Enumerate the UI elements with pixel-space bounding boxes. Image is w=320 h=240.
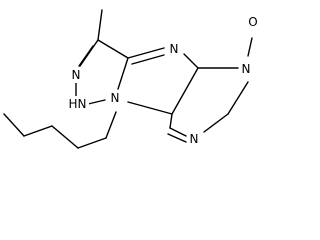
bond-n4-c4a xyxy=(183,53,199,69)
bond-c3a-n4 xyxy=(127,47,165,59)
bond-c3a-n4-double xyxy=(131,54,165,65)
bond-n7-c8 xyxy=(169,127,187,137)
bond-pentyl-1 xyxy=(105,111,117,139)
bond-c8a-n8 xyxy=(127,101,173,115)
atom-n-oxide: N xyxy=(239,61,253,77)
atom-n-h: H N xyxy=(67,96,89,112)
atom-label-n-pyrazole: N xyxy=(72,68,81,82)
atom-label-n-h: N xyxy=(78,97,87,111)
bond-pentyl-5 xyxy=(3,113,25,137)
atom-labels: N N O N N H N N xyxy=(67,14,260,147)
atom-label-n-bridge: N xyxy=(111,91,120,105)
atom-n-bridge: N xyxy=(108,90,122,106)
bond-n8-c3a xyxy=(117,57,129,90)
bond-pentyl-4 xyxy=(23,125,53,137)
bond-n5-o xyxy=(247,37,253,57)
atom-label-o-oxide: O xyxy=(248,15,257,29)
atom-label-n-imine: N xyxy=(170,42,179,56)
bonds xyxy=(3,9,253,149)
bond-c8-c8a xyxy=(169,113,173,129)
bond-n5-ch2 xyxy=(227,81,249,115)
bond-methyl xyxy=(97,9,103,41)
bond-c3-n2 xyxy=(79,39,99,67)
molecule-structure: N N O N N H N N xyxy=(3,9,260,149)
atom-n-pyrimidine: N xyxy=(187,131,201,147)
bond-n7-c8-double xyxy=(167,133,187,143)
atom-n-imine: N xyxy=(167,41,181,57)
atom-label-n-oxide: N xyxy=(242,62,251,76)
atom-label-n-pyrimidine: N xyxy=(190,132,199,146)
bond-pentyl-2 xyxy=(77,137,107,149)
bond-ch2-n7 xyxy=(203,113,229,133)
atom-label-h: H xyxy=(68,97,77,111)
atom-o-oxide: O xyxy=(246,14,260,30)
bond-c3-c3a xyxy=(97,39,129,59)
bond-pentyl-3 xyxy=(51,125,79,149)
bond-c4a-c8a xyxy=(171,67,199,115)
atom-n-pyrazole: N xyxy=(69,67,83,83)
bond-n1-n8 xyxy=(87,99,106,105)
bond-c3-n2-double xyxy=(78,45,94,67)
